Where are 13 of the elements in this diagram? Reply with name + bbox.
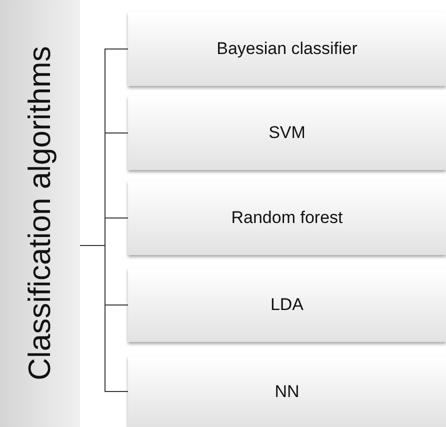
algorithm-name: Random forest bbox=[231, 207, 343, 230]
algorithm-name: Bayesian classifier bbox=[216, 38, 358, 60]
algorithm-name: NN bbox=[274, 380, 300, 403]
algorithm-name: LDA bbox=[270, 294, 304, 316]
algorithm-box bbox=[128, 356, 446, 427]
algorithm-box bbox=[128, 12, 446, 86]
algorithm-box bbox=[128, 181, 446, 255]
algorithm-box bbox=[128, 268, 446, 342]
category-title: Classification algorithms bbox=[20, 46, 58, 381]
connector-line bbox=[80, 245, 128, 392]
algorithm-box bbox=[128, 96, 446, 170]
algorithm-name: SVM bbox=[268, 122, 306, 144]
category-panel bbox=[0, 0, 80, 427]
